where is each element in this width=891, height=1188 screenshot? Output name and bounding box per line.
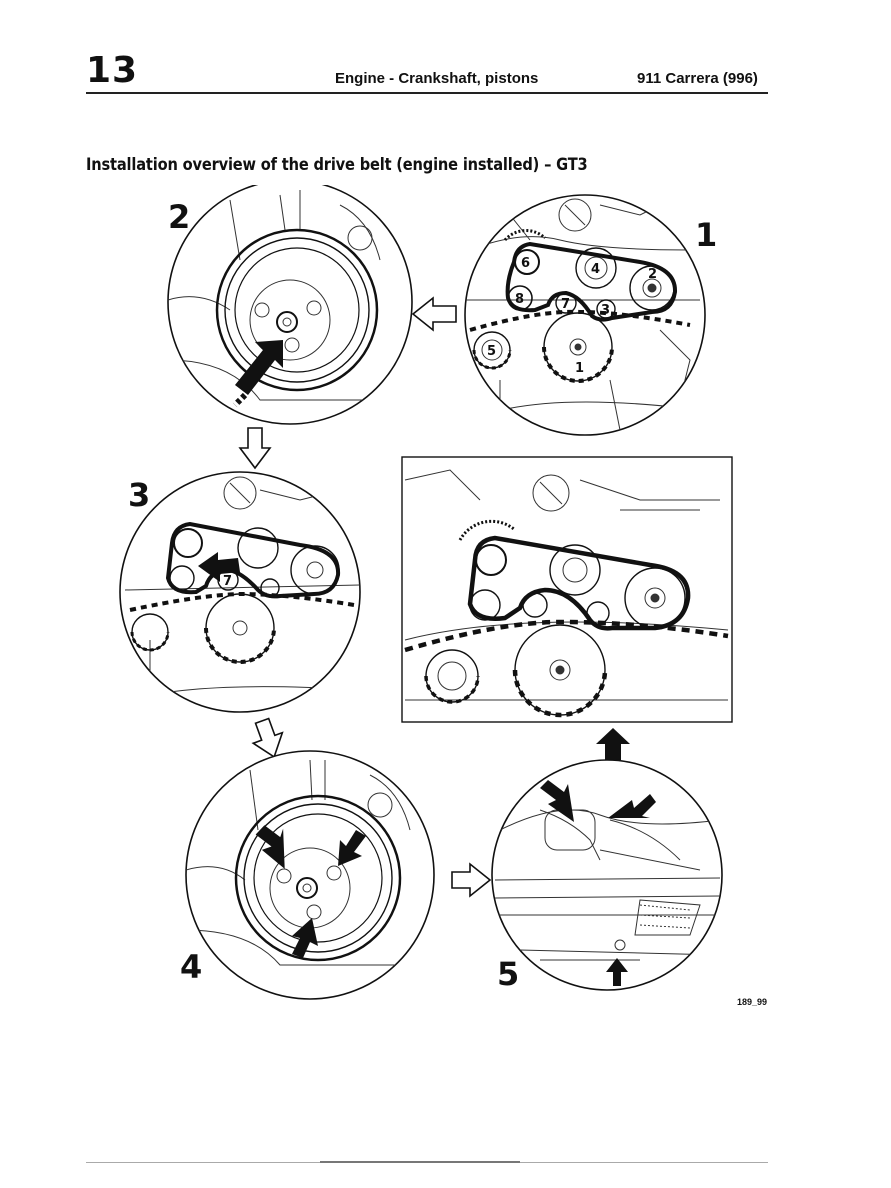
pulley-label-5: 5 (487, 344, 496, 359)
detail-view-1: 6 8 4 2 3 7 5 1 1 (464, 194, 717, 436)
pulley-label-3: 3 (601, 303, 610, 318)
solid-arrow-icon (540, 780, 574, 822)
step-label-4: 4 (180, 948, 202, 986)
pulley-label-7: 7 (561, 297, 570, 312)
step-label-5: 5 (497, 955, 519, 993)
model-name: 911 Carrera (996) (637, 70, 758, 87)
step-label-1: 1 (695, 216, 717, 254)
hollow-arrow-icon (451, 862, 492, 898)
header-rule (86, 92, 768, 94)
pulley-label-7-view-3: 7 (223, 574, 232, 589)
pulley-label-8: 8 (515, 292, 524, 307)
solid-arrow-icon (235, 340, 283, 395)
solid-arrow-icon (608, 794, 656, 818)
step-label-3: 3 (128, 476, 150, 514)
hollow-arrow-icon (411, 296, 457, 332)
page-header: 13 Engine - Crankshaft, pistons 911 Carr… (0, 0, 891, 100)
pulley-label-4: 4 (591, 262, 600, 277)
solid-arrow-icon (596, 728, 630, 760)
solid-arrow-icon (338, 830, 366, 866)
pulley-label-1: 1 (575, 361, 584, 376)
hollow-arrow-icon (251, 717, 284, 759)
section-title: Engine - Crankshaft, pistons (335, 70, 539, 87)
drive-belt-installation-figure: 6 8 4 2 3 7 5 1 1 (119, 185, 733, 1000)
detail-view-2: 2 (167, 185, 413, 425)
chapter-number: 13 (86, 50, 139, 91)
solid-arrow-icon (198, 552, 240, 582)
hollow-arrow-icon (238, 427, 272, 470)
page-title: Installation overview of the drive belt … (86, 155, 588, 175)
step-label-2: 2 (168, 198, 190, 236)
pulley-labels-view-1: 6 8 4 2 3 7 5 1 (487, 256, 657, 376)
solid-arrow-icon (606, 958, 628, 986)
detail-view-5: 5 (491, 759, 723, 993)
solid-arrow-icon (255, 825, 285, 869)
figure-id: 189_99 (737, 997, 768, 1007)
assembled-belt-view (401, 456, 733, 723)
pulley-label-2: 2 (648, 267, 657, 282)
detail-view-3: 7 3 (119, 471, 361, 713)
pulley-label-6: 6 (521, 256, 530, 271)
detail-view-4: 4 (180, 750, 435, 1000)
footer-rule-accent (320, 1161, 520, 1163)
solid-arrow-icon (292, 918, 318, 958)
